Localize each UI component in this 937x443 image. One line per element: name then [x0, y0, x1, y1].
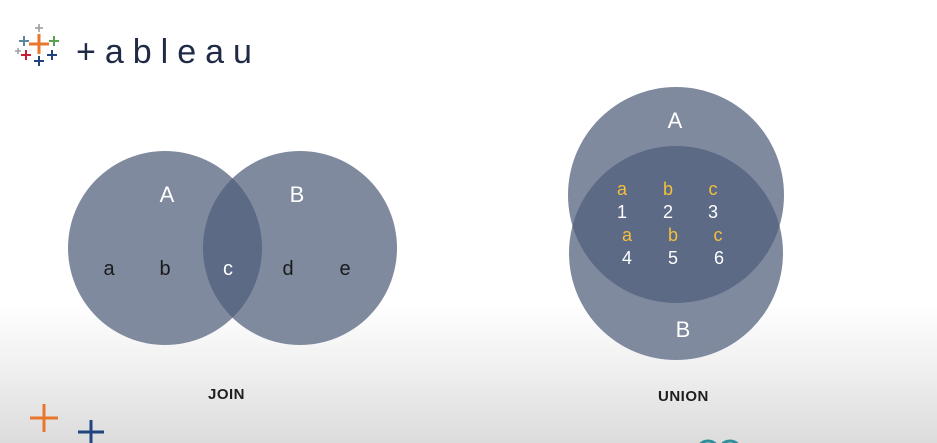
join-value: d — [282, 258, 293, 280]
union-overlap — [569, 146, 783, 303]
join-circle-b-label: B — [290, 182, 305, 207]
union-value: 1 — [617, 202, 627, 222]
union-circle-a-label: A — [668, 108, 683, 133]
union-value: 6 — [714, 248, 724, 268]
tableau-cross-mark-icon — [15, 24, 59, 66]
union-header-letter: c — [714, 225, 723, 245]
join-circle-a — [68, 151, 262, 345]
join-venn: A B a b c d e — [68, 151, 397, 345]
join-value: e — [339, 258, 350, 280]
join-value: a — [103, 258, 115, 280]
union-value: 5 — [668, 248, 678, 268]
tableau-logo: +ableau — [15, 24, 261, 71]
union-header-letter: b — [663, 179, 673, 199]
union-header-letter: a — [617, 179, 628, 199]
union-value: 2 — [663, 202, 673, 222]
union-circle-b-label: B — [676, 317, 691, 342]
union-value: 3 — [708, 202, 718, 222]
decorative-ring-icon — [699, 439, 739, 443]
join-caption: JOIN — [208, 386, 246, 403]
join-circle-b — [203, 151, 397, 345]
decorative-plus-icons — [30, 404, 104, 443]
union-header-letter: c — [709, 179, 718, 199]
union-header-letter: b — [668, 225, 678, 245]
tableau-wordmark: +ableau — [76, 33, 261, 71]
union-header-letter: a — [622, 225, 633, 245]
union-value: 4 — [622, 248, 632, 268]
union-caption: UNION — [658, 388, 709, 405]
navy-plus-icon — [78, 420, 104, 443]
join-circle-a-label: A — [160, 182, 175, 207]
join-value: b — [159, 258, 170, 280]
orange-plus-icon — [30, 404, 58, 432]
union-venn: A B a b c 1 2 3 a b c 4 5 6 — [568, 87, 784, 360]
join-overlap-value: c — [223, 258, 233, 280]
